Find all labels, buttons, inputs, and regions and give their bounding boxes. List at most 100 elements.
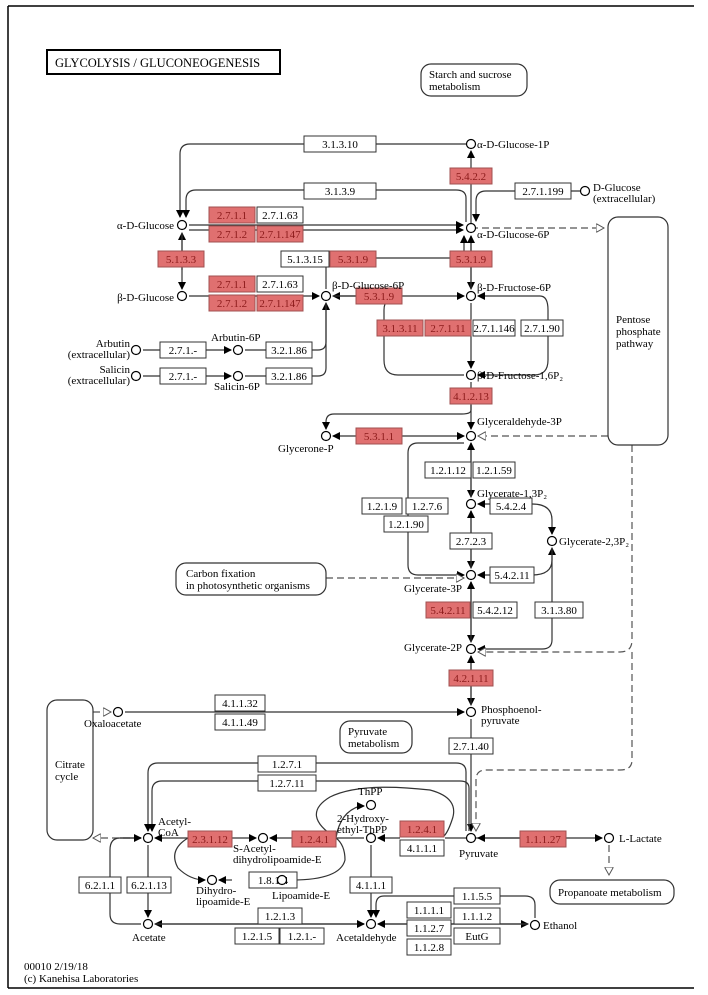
enzyme-rect[interactable] (361, 497, 403, 515)
compound-ag6p[interactable]: α-D-Glucose-6P (465, 222, 550, 242)
enzyme-rect[interactable] (329, 250, 377, 268)
enzyme-box-1-2-1-59[interactable]: 1.2.1.59 (472, 461, 516, 479)
enzyme-box-1-2-7-6[interactable]: 1.2.7.6 (405, 497, 449, 515)
enzyme-box-3-2-1-86[interactable]: 3.2.1.86 (265, 367, 313, 385)
enzyme-box-3-1-3-11[interactable]: 3.1.3.11 (376, 319, 424, 337)
compound-hethpp[interactable]: 2-Hydroxy-ethyl-ThPP (337, 813, 389, 844)
compound-node[interactable] (142, 832, 154, 844)
enzyme-box-2-7-1-90[interactable]: 2.7.1.90 (520, 319, 564, 337)
enzyme-box-3-1-3-80[interactable]: 3.1.3.80 (534, 601, 584, 619)
compound-node[interactable] (232, 370, 244, 382)
enzyme-box-3-2-1-86[interactable]: 3.2.1.86 (265, 341, 313, 359)
enzyme-box-1-2-7-11[interactable]: 1.2.7.11 (257, 774, 317, 792)
compound-node[interactable] (365, 799, 377, 811)
compound-arbutin6p[interactable]: Arbutin-6P (211, 332, 261, 356)
enzyme-rect[interactable] (280, 250, 330, 268)
enzyme-box-2-7-1-11[interactable]: 2.7.1.11 (424, 319, 472, 337)
compound-pyr[interactable]: Pyruvate (459, 832, 498, 861)
compound-pep[interactable]: Phosphoenol-pyruvate (465, 704, 542, 727)
enzyme-rect[interactable] (489, 497, 533, 515)
enzyme-rect[interactable] (472, 601, 518, 619)
enzyme-rect[interactable] (405, 497, 449, 515)
enzyme-rect[interactable] (472, 319, 516, 337)
compound-node[interactable] (257, 832, 269, 844)
enzyme-box-1-2-1-90[interactable]: 1.2.1.90 (383, 515, 429, 533)
compound-node[interactable] (465, 706, 477, 718)
enzyme-rect[interactable] (78, 876, 122, 894)
enzyme-box-5-3-1-9[interactable]: 5.3.1.9 (449, 250, 493, 268)
compound-g3p[interactable]: Glycerate-3P (404, 569, 477, 596)
enzyme-box-1-2-1--[interactable]: 1.2.1.- (279, 927, 325, 945)
compound-acoa[interactable]: Acetyl-CoA (142, 816, 192, 844)
enzyme-box-4-1-1-32[interactable]: 4.1.1.32 (214, 694, 266, 712)
compound-thpp[interactable]: ThPP (358, 786, 382, 811)
enzyme-box-2-7-1-147[interactable]: 2.7.1.147 (256, 225, 304, 243)
compound-node[interactable] (206, 874, 218, 886)
enzyme-box-1-1-5-5[interactable]: 1.1.5.5 (453, 887, 501, 905)
enzyme-rect[interactable] (355, 287, 403, 305)
enzyme-box-2-7-1-2[interactable]: 2.7.1.2 (208, 225, 256, 243)
compound-salicin6p[interactable]: Salicin-6P (214, 370, 260, 394)
enzyme-rect[interactable] (256, 206, 304, 224)
compound-arbutin[interactable]: Arbutin(extracellular) (68, 338, 142, 361)
enzyme-box-2-3-1-12[interactable]: 2.3.1.12 (187, 830, 233, 848)
enzyme-box-2-7-1--[interactable]: 2.7.1.- (159, 367, 207, 385)
enzyme-rect[interactable] (424, 461, 472, 479)
enzyme-box-5-4-2-2[interactable]: 5.4.2.2 (449, 167, 493, 185)
compound-node[interactable] (465, 290, 477, 302)
enzyme-box-2-7-1-63[interactable]: 2.7.1.63 (256, 206, 304, 224)
enzyme-box-5-1-3-15[interactable]: 5.1.3.15 (280, 250, 330, 268)
enzyme-rect[interactable] (208, 275, 256, 293)
map-link-box[interactable] (607, 216, 669, 446)
enzyme-rect[interactable] (279, 927, 325, 945)
enzyme-rect[interactable] (303, 182, 377, 200)
enzyme-rect[interactable] (453, 907, 501, 925)
compound-node[interactable] (465, 138, 477, 150)
enzyme-box-1-1-1-27[interactable]: 1.1.1.27 (519, 830, 567, 848)
compound-node[interactable] (176, 219, 188, 231)
enzyme-box-4-1-1-1[interactable]: 4.1.1.1 (399, 839, 445, 857)
enzyme-box-5-3-1-1[interactable]: 5.3.1.1 (355, 427, 403, 445)
enzyme-rect[interactable] (383, 515, 429, 533)
compound-gap[interactable]: Glyceraldehyde-3P (465, 416, 562, 442)
enzyme-rect[interactable] (514, 182, 572, 200)
compound-bf16p[interactable]: β-D-Fructose-1,6P₂ (465, 369, 564, 382)
enzyme-rect[interactable] (214, 694, 266, 712)
compound-node[interactable] (130, 370, 142, 382)
enzyme-rect[interactable] (424, 319, 472, 337)
map-link-box[interactable] (420, 63, 528, 97)
enzyme-rect[interactable] (208, 206, 256, 224)
compound-g2p[interactable]: Glycerate-2P (404, 642, 477, 655)
enzyme-box-5-3-1-9[interactable]: 5.3.1.9 (329, 250, 377, 268)
enzyme-box-5-1-3-3[interactable]: 5.1.3.3 (157, 250, 205, 268)
compound-node[interactable] (465, 430, 477, 442)
enzyme-box-1-1-1-1[interactable]: 1.1.1.1 (406, 901, 452, 919)
enzyme-rect[interactable] (265, 341, 313, 359)
enzyme-rect[interactable] (349, 876, 393, 894)
compound-ethanol[interactable]: Ethanol (529, 919, 578, 932)
enzyme-box-4-1-1-49[interactable]: 4.1.1.49 (214, 713, 266, 731)
enzyme-box-5-4-2-12[interactable]: 5.4.2.12 (472, 601, 518, 619)
enzyme-box-3-1-3-10[interactable]: 3.1.3.10 (303, 135, 377, 153)
enzyme-box-1-2-4-1[interactable]: 1.2.4.1 (399, 820, 445, 838)
enzyme-rect[interactable] (303, 135, 377, 153)
enzyme-box-1-2-1-5[interactable]: 1.2.1.5 (234, 927, 280, 945)
enzyme-box-2-7-1--[interactable]: 2.7.1.- (159, 341, 207, 359)
enzyme-rect[interactable] (257, 774, 317, 792)
enzyme-rect[interactable] (126, 876, 172, 894)
compound-node[interactable] (365, 918, 377, 930)
compound-bg6p[interactable]: β-D-Glucose-6P (320, 280, 405, 302)
enzyme-rect[interactable] (520, 319, 564, 337)
compound-acetald[interactable]: Acetaldehyde (336, 918, 397, 945)
enzyme-box-1-1-2-8[interactable]: 1.1.2.8 (406, 938, 452, 956)
compound-bf6p[interactable]: β-D-Fructose-6P (465, 282, 552, 302)
enzyme-rect[interactable] (256, 294, 304, 312)
enzyme-rect[interactable] (453, 927, 501, 945)
enzyme-box-5-4-2-4[interactable]: 5.4.2.4 (489, 497, 533, 515)
compound-node[interactable] (142, 918, 154, 930)
compound-node[interactable] (465, 222, 477, 234)
enzyme-rect[interactable] (449, 387, 493, 405)
